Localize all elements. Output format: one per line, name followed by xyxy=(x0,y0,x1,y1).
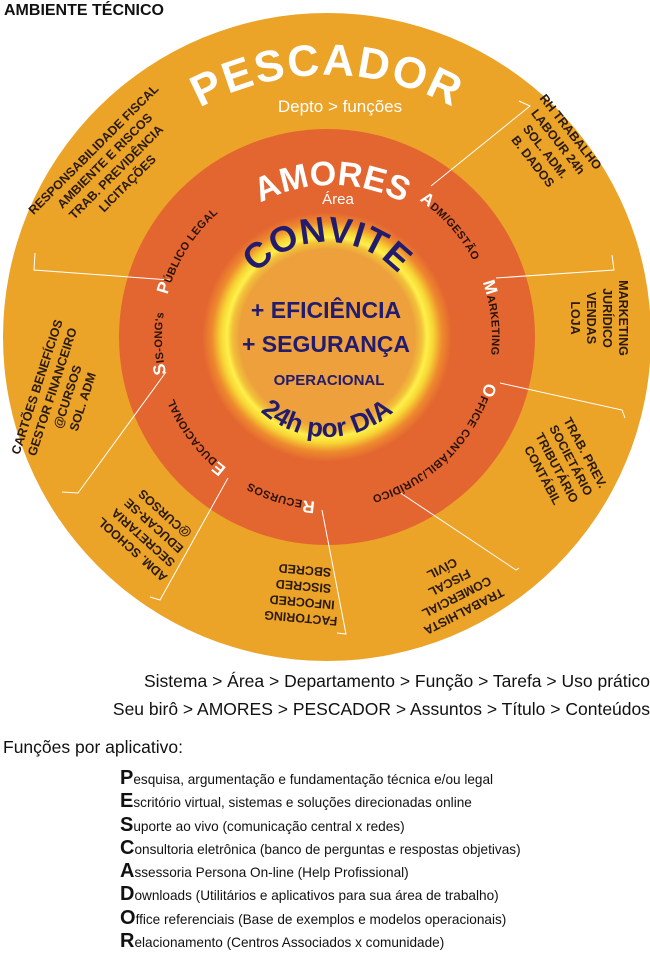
ring-label-sis-ongs: SIS-ONG's xyxy=(149,311,170,376)
functions-list: Pesquisa, argumentação e fundamentação t… xyxy=(120,767,521,953)
list-item: Relacionamento (Centros Associados x com… xyxy=(120,930,445,953)
middle-subtitle: Área xyxy=(322,191,354,208)
list-item: Downloads (Utilitários e aplicativos par… xyxy=(120,883,499,906)
flow-line-biro: Seu birô > AMORES > PESCADOR > Assuntos … xyxy=(112,699,650,719)
svg-text:SBCRED: SBCRED xyxy=(278,561,332,580)
svg-text:LOJA: LOJA xyxy=(568,301,582,334)
core-line-operacional: OPERACIONAL xyxy=(274,372,385,389)
list-item: Office referenciais (Base de exemplos e … xyxy=(120,906,507,929)
flow-line-sistema: Sistema > Área > Departamento > Função >… xyxy=(144,671,650,691)
segment-recursos: FACTORING INFOCRED SISCRED SBCRED xyxy=(264,561,338,628)
svg-text:MARKETING: MARKETING xyxy=(616,280,630,356)
segment-marketing: MARKETING JURÍDICO VENDAS LOJA xyxy=(568,280,630,356)
pescador-wheel-diagram: PESCADOR Depto > funções AMORES Área PÚB… xyxy=(3,13,650,661)
functions-title: Funções por aplicativo: xyxy=(3,737,183,757)
list-item: Assessoria Persona On-line (Help Profiss… xyxy=(120,860,409,883)
svg-text:SISCRED: SISCRED xyxy=(275,577,332,596)
list-item: Escritório virtual, sistemas e soluções … xyxy=(120,790,472,813)
core-line-seguranca: + SEGURANÇA xyxy=(242,331,410,357)
list-item: Pesquisa, argumentação e fundamentação t… xyxy=(120,767,494,789)
page-title: AMBIENTE TÉCNICO xyxy=(4,2,164,19)
segment-office: TRAB. PREV. SOCIETÁRIO TRIBUTÁRIO CONTÁB… xyxy=(521,415,609,507)
outer-subtitle: Depto > funções xyxy=(278,97,402,116)
svg-text:JURÍDICO: JURÍDICO xyxy=(600,288,615,348)
core-disk xyxy=(239,249,415,425)
connector-lines xyxy=(33,100,626,635)
list-item: Consultoria eletrônica (banco de pergunt… xyxy=(120,836,521,859)
svg-text:INFOCRED: INFOCRED xyxy=(269,592,335,612)
svg-text:VENDAS: VENDAS xyxy=(584,292,598,344)
list-item: Suporte ao vivo (comunicação central x r… xyxy=(120,813,405,836)
svg-text:FACTORING: FACTORING xyxy=(264,608,338,628)
core-line-eficiencia: + EFICIÊNCIA xyxy=(251,296,401,323)
